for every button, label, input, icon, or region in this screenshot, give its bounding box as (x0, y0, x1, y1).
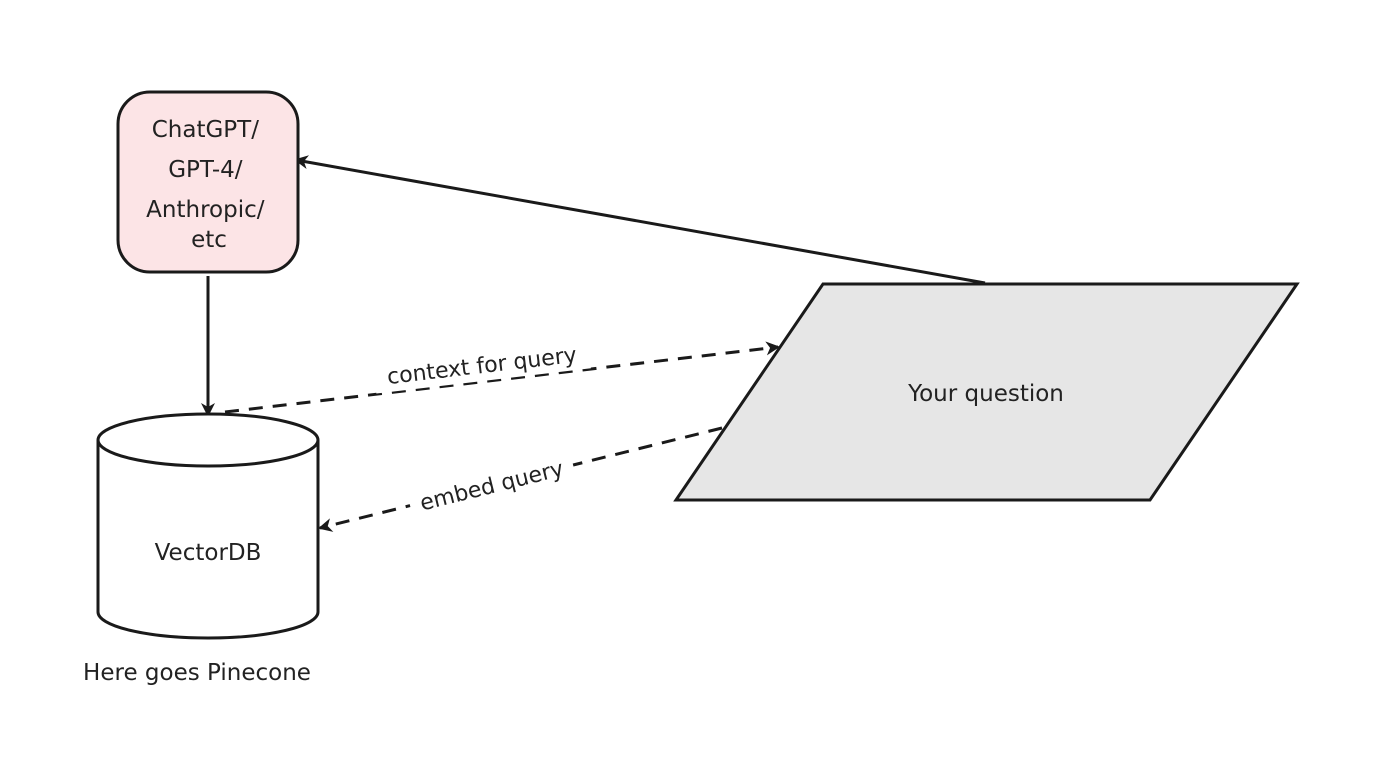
llm-node-label: ChatGPT/ GPT-4/ Anthropic/ etc (146, 117, 272, 253)
llm-node[interactable] (116, 90, 300, 274)
question-node-label: Your question (907, 381, 1064, 407)
edge-question-to-llm (294, 155, 986, 285)
edge-embed-query (318, 426, 723, 532)
vectordb-caption: Here goes Pinecone (83, 660, 311, 686)
question-node[interactable] (673, 282, 1300, 502)
vectordb-node-label: VectorDB (155, 540, 262, 566)
edge-context-for-query (224, 341, 780, 414)
vectordb-node[interactable] (96, 412, 320, 640)
